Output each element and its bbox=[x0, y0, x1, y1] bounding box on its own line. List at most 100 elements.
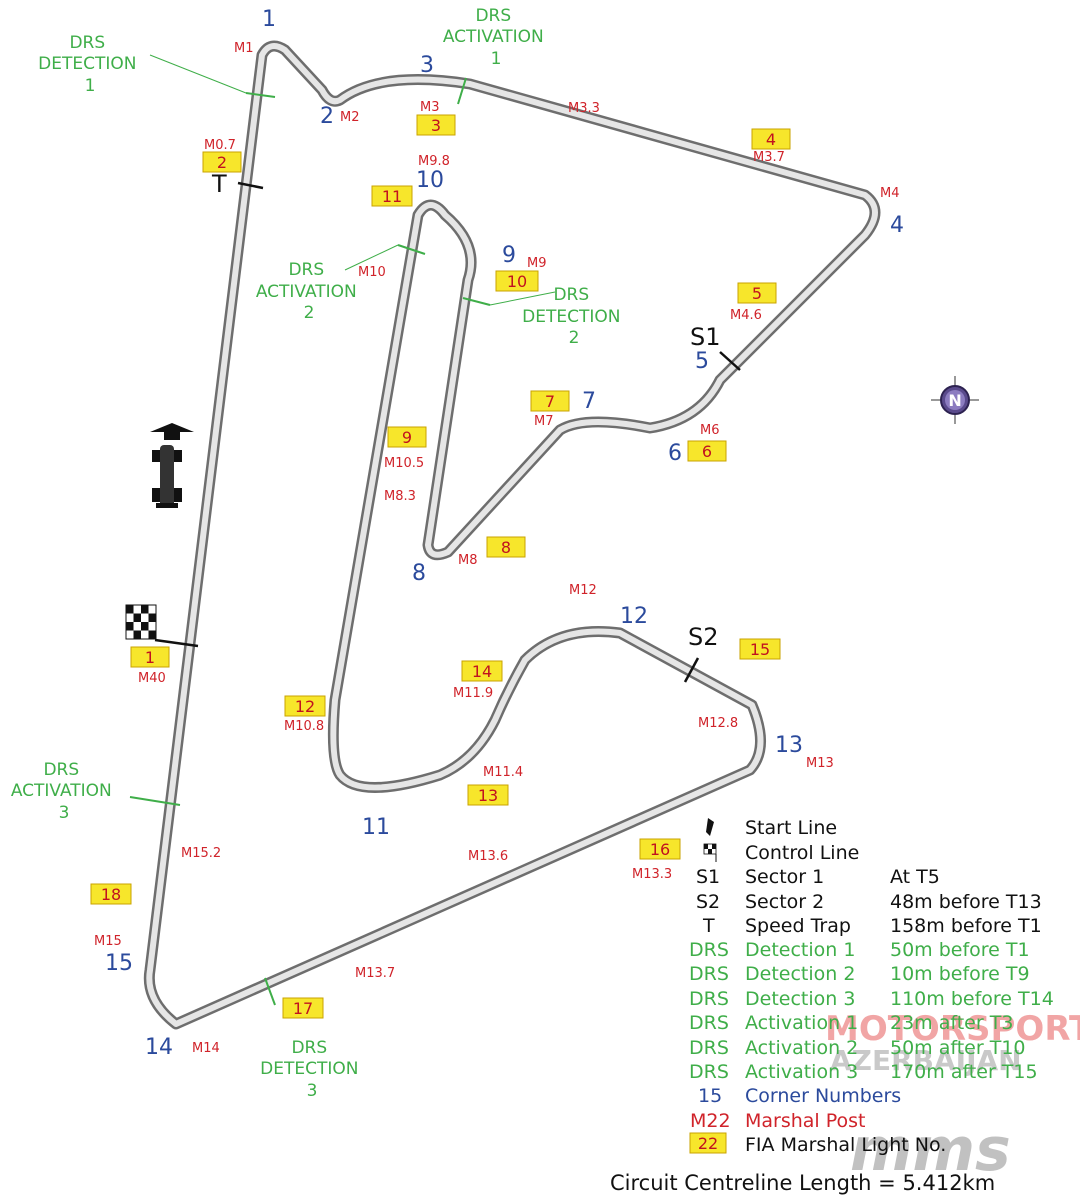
drs-activation-1-label: DRS ACTIVATION 1 bbox=[443, 6, 549, 69]
marshal-post: M11.4 bbox=[483, 765, 523, 780]
marshal-light-swatch bbox=[689, 1132, 727, 1154]
corner-12: 12 bbox=[620, 604, 648, 629]
speed-trap-line bbox=[237, 181, 264, 190]
marshal-light-14: 14 bbox=[461, 660, 503, 682]
marshal-light-9: 9 bbox=[387, 426, 427, 448]
drs-activation-2-leader bbox=[344, 244, 399, 271]
svg-text:14: 14 bbox=[472, 662, 492, 681]
marshal-post: M10.5 bbox=[384, 456, 424, 471]
compass-label: N bbox=[948, 391, 961, 410]
legend-row-start-line: Start Line bbox=[706, 817, 837, 839]
svg-text:15: 15 bbox=[750, 640, 770, 659]
marshal-post: M14 bbox=[192, 1041, 220, 1056]
svg-text:1: 1 bbox=[145, 648, 155, 667]
corner-14: 14 bbox=[145, 1035, 173, 1060]
svg-text:DRS: DRS bbox=[689, 939, 729, 961]
marshal-post: M3.3 bbox=[568, 101, 600, 116]
svg-text:6: 6 bbox=[702, 442, 712, 461]
svg-text:2: 2 bbox=[217, 153, 227, 172]
drs-activation-3-line bbox=[129, 796, 181, 806]
legend-row-speed-trap: T Speed Trap 158m before T1 bbox=[702, 915, 1042, 937]
marshal-post: M15.2 bbox=[181, 846, 221, 861]
marshal-light-13: 13 bbox=[467, 784, 509, 806]
marshal-post: M1 bbox=[234, 41, 254, 56]
svg-text:48m before T13: 48m before T13 bbox=[890, 891, 1042, 913]
marshal-post: M10 bbox=[358, 265, 386, 280]
marshal-post: M7 bbox=[534, 414, 554, 429]
svg-text:At T5: At T5 bbox=[890, 866, 940, 888]
sector-1-line bbox=[719, 351, 741, 371]
svg-text:Detection 3: Detection 3 bbox=[745, 988, 855, 1010]
legend-row-marshal-light: 22 FIA Marshal Light No. bbox=[689, 1132, 946, 1156]
car-direction-icon bbox=[150, 423, 194, 508]
marshal-light-4: 4 bbox=[751, 128, 791, 150]
marshal-light-17: 17 bbox=[282, 997, 324, 1019]
svg-text:S1: S1 bbox=[696, 866, 720, 888]
svg-text:Activation 2: Activation 2 bbox=[745, 1037, 858, 1059]
svg-text:DRS: DRS bbox=[689, 1012, 729, 1034]
start-line-icon bbox=[706, 818, 714, 836]
corner-8: 8 bbox=[412, 561, 426, 586]
corner-11: 11 bbox=[362, 815, 390, 840]
corner-6: 6 bbox=[668, 441, 682, 466]
corner-9: 9 bbox=[502, 243, 516, 268]
timing-markers: T S1 S2 bbox=[211, 170, 721, 651]
legend-row-drs-activation-1: DRS Activation 1 23m after T3 bbox=[689, 1012, 1013, 1034]
marshal-post: M3.7 bbox=[753, 150, 785, 165]
svg-text:3: 3 bbox=[431, 116, 441, 135]
watermark-logo: mms bbox=[850, 1115, 1011, 1185]
marshal-post: M4.6 bbox=[730, 308, 762, 323]
drs-detection-2-line bbox=[462, 297, 491, 306]
svg-text:8: 8 bbox=[501, 538, 511, 557]
sector-2-line bbox=[683, 657, 700, 683]
svg-text:DRS: DRS bbox=[689, 963, 729, 985]
track-markers bbox=[129, 54, 741, 1006]
marshal-light-6: 6 bbox=[687, 440, 727, 462]
corner-13: 13 bbox=[775, 733, 803, 758]
svg-text:10: 10 bbox=[507, 272, 527, 291]
compass-icon: N bbox=[931, 376, 979, 424]
svg-text:Activation 1: Activation 1 bbox=[745, 1012, 858, 1034]
marshal-post: M12 bbox=[569, 583, 597, 598]
marshal-post: M9.8 bbox=[418, 154, 450, 169]
legend-row-sector-1: S1 Sector 1 At T5 bbox=[696, 866, 940, 888]
marshal-posts: M1 M0.7 M2 M3 M3.3 M3.7 M4 M4.6 M6 M7 M8… bbox=[94, 41, 900, 1056]
legend-row-marshal-post: M22 Marshal Post bbox=[690, 1110, 866, 1132]
svg-text:23m after T3: 23m after T3 bbox=[890, 1012, 1013, 1034]
svg-text:Speed Trap: Speed Trap bbox=[745, 915, 851, 937]
svg-text:50m before T1: 50m before T1 bbox=[890, 939, 1030, 961]
drs-activation-1-line bbox=[457, 77, 467, 105]
drs-labels: DRS DETECTION 1 DRS ACTIVATION 1 DRS ACT… bbox=[11, 6, 621, 1101]
marshal-lights: 1 2 3 4 5 6 7 8 9 10 11 12 13 14 15 16 1… bbox=[90, 114, 791, 1019]
corner-15: 15 bbox=[105, 951, 133, 976]
drs-detection-1-leader bbox=[149, 54, 247, 94]
corner-3: 3 bbox=[420, 53, 434, 78]
marshal-post: M8 bbox=[458, 553, 478, 568]
svg-text:110m before T14: 110m before T14 bbox=[890, 988, 1054, 1010]
control-line-icon bbox=[703, 843, 717, 862]
svg-text:12: 12 bbox=[295, 697, 315, 716]
legend-row-drs-detection-2: DRS Detection 2 10m before T9 bbox=[689, 963, 1030, 985]
marshal-light-7: 7 bbox=[530, 390, 570, 412]
drs-detection-2-leader bbox=[489, 291, 556, 306]
sector-2-marker: S2 bbox=[688, 623, 719, 651]
svg-text:Sector 1: Sector 1 bbox=[745, 866, 824, 888]
svg-text:13: 13 bbox=[478, 786, 498, 805]
watermark-line2: AZERBAIJAN bbox=[830, 1044, 1022, 1077]
svg-text:18: 18 bbox=[101, 885, 121, 904]
svg-text:Corner Numbers: Corner Numbers bbox=[745, 1085, 901, 1107]
marshal-light-2: 2 bbox=[202, 151, 242, 173]
svg-text:11: 11 bbox=[382, 187, 402, 206]
speed-trap-marker: T bbox=[211, 170, 227, 198]
corner-2: 2 bbox=[320, 104, 334, 129]
svg-text:10m before T9: 10m before T9 bbox=[890, 963, 1030, 985]
corner-1: 1 bbox=[262, 7, 276, 32]
svg-text:FIA Marshal Light No.: FIA Marshal Light No. bbox=[745, 1134, 946, 1156]
marshal-light-16: 16 bbox=[639, 838, 681, 860]
drs-detection-3-line bbox=[264, 977, 276, 1006]
svg-text:Sector 2: Sector 2 bbox=[745, 891, 824, 913]
track bbox=[143, 40, 881, 1030]
legend-row-corner-numbers: 15 Corner Numbers bbox=[698, 1085, 901, 1107]
corner-4: 4 bbox=[890, 213, 904, 238]
svg-text:5: 5 bbox=[752, 284, 762, 303]
